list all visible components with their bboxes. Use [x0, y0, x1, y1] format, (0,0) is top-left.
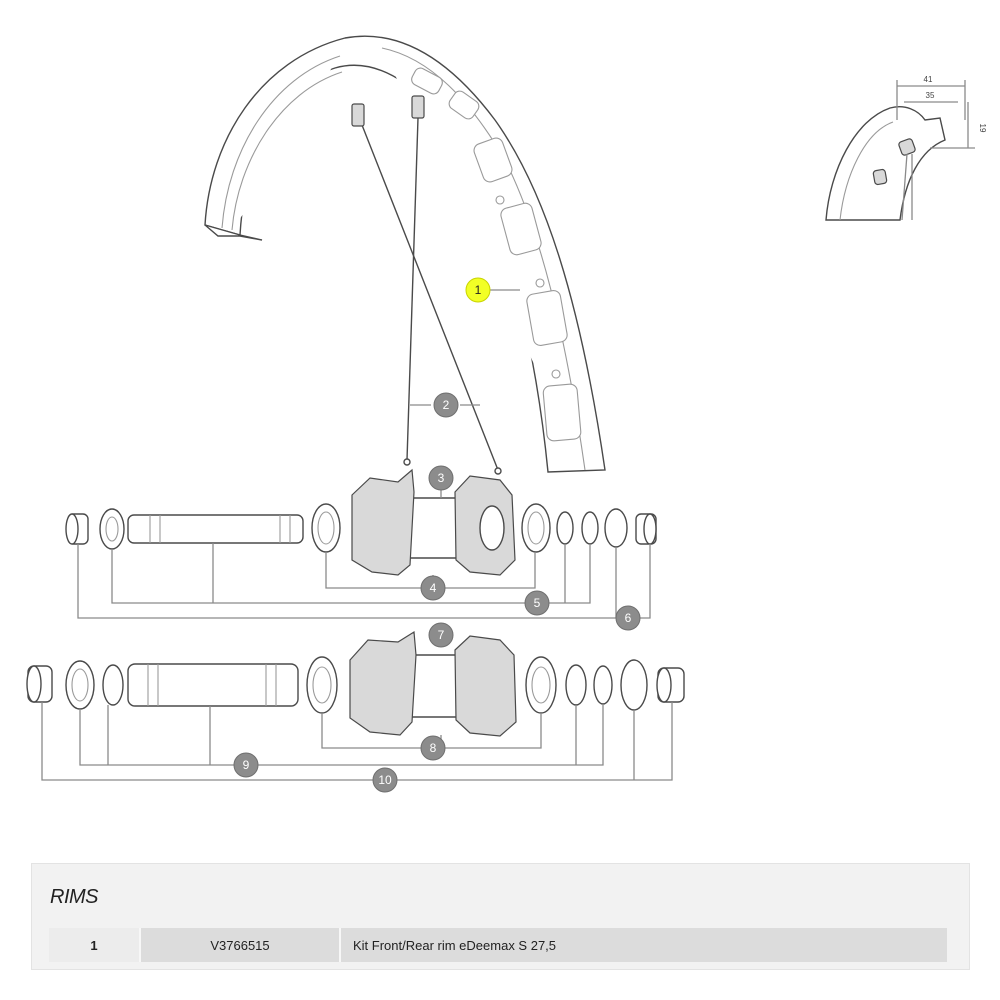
callout-2[interactable]: 2 — [433, 392, 459, 418]
exploded-diagram: 41 35 19 — [26, 35, 987, 793]
callout-7[interactable]: 7 — [428, 622, 454, 648]
part-reference: V3766515 — [139, 928, 339, 962]
rim-profile-inset: 41 35 19 — [825, 75, 987, 221]
dimension-inner-width: 35 — [926, 91, 935, 100]
callout-6[interactable]: 6 — [615, 605, 641, 631]
callout-9[interactable]: 9 — [233, 752, 259, 778]
rear-hub-assembly — [26, 630, 685, 737]
table-row[interactable]: 1 V3766515 Kit Front/Rear rim eDeemax S … — [49, 928, 947, 962]
dimension-height: 19 — [978, 124, 987, 133]
callout-8[interactable]: 8 — [420, 735, 446, 761]
svg-text:3: 3 — [438, 471, 445, 485]
rim — [204, 35, 606, 473]
callout-5[interactable]: 5 — [524, 590, 550, 616]
callout-4[interactable]: 4 — [420, 575, 446, 601]
svg-text:6: 6 — [625, 611, 632, 625]
spokes — [351, 95, 502, 475]
dimension-outer-width: 41 — [924, 75, 933, 84]
svg-text:9: 9 — [243, 758, 250, 772]
callout-3[interactable]: 3 — [428, 465, 454, 491]
parts-table: RIMS 1 V3766515 Kit Front/Rear rim eDeem… — [31, 863, 970, 970]
svg-text:1: 1 — [475, 283, 482, 297]
part-description: Kit Front/Rear rim eDeemax S 27,5 — [339, 928, 947, 962]
table-title: RIMS — [50, 886, 99, 908]
svg-text:8: 8 — [430, 741, 437, 755]
part-number: 1 — [49, 928, 139, 962]
svg-text:2: 2 — [443, 398, 450, 412]
svg-text:7: 7 — [438, 628, 445, 642]
svg-text:4: 4 — [430, 581, 437, 595]
front-hub-assembly — [65, 468, 657, 576]
svg-text:10: 10 — [378, 773, 392, 787]
callout-10[interactable]: 10 — [372, 767, 398, 793]
callout-1[interactable]: 1 — [465, 277, 491, 303]
svg-text:5: 5 — [534, 596, 541, 610]
